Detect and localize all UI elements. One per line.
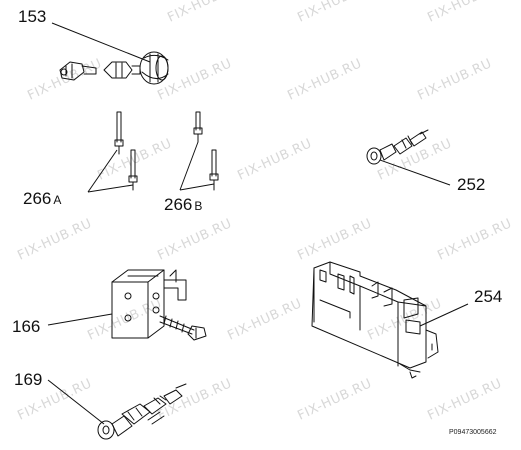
watermark-text: FIX-HUB.RU (155, 216, 234, 263)
watermark-text: FIX-HUB.RU (285, 56, 364, 103)
leader-166 (47, 313, 113, 326)
part-266a-drawing (114, 111, 138, 191)
drawing-code: P09473005662 (449, 429, 497, 436)
part-153-drawing (59, 51, 169, 85)
leader-266b-2 (179, 183, 215, 191)
leader-252 (379, 159, 451, 186)
watermark-text: FIX-HUB.RU (295, 376, 374, 423)
leader-254 (419, 303, 469, 327)
watermark-text: FIX-HUB.RU (295, 216, 374, 263)
watermark-text: FIX-HUB.RU (375, 136, 454, 183)
part-166-drawing (111, 269, 207, 341)
leader-lines (47, 22, 469, 425)
leader-153 (51, 22, 151, 63)
label-254: 254 (474, 287, 502, 306)
label-266b-suffix: B (194, 199, 202, 213)
watermark-text: FIX-HUB.RU (295, 0, 374, 26)
leader-169 (47, 379, 105, 425)
watermark-text: FIX-HUB.RU (425, 0, 504, 26)
label-252: 252 (457, 175, 485, 194)
watermark-text: FIX-HUB.RU (85, 296, 164, 343)
label-169: 169 (14, 370, 42, 389)
watermark-text: FIX-HUB.RU (25, 56, 104, 103)
leader-266a-2 (87, 184, 134, 193)
label-266a-number: 266 (23, 189, 51, 208)
part-254-drawing (311, 261, 439, 379)
watermark-text: FIX-HUB.RU (435, 216, 514, 263)
watermark-text: FIX-HUB.RU (15, 216, 94, 263)
label-266a-suffix: A (53, 193, 61, 207)
leader-266b-1 (179, 141, 199, 191)
watermark-text: FIX-HUB.RU (415, 56, 494, 103)
watermark-text: FIX-HUB.RU (225, 296, 304, 343)
watermark-text: FIX-HUB.RU (235, 136, 314, 183)
label-153: 153 (18, 7, 46, 26)
label-166: 166 (12, 317, 40, 336)
watermark-text: FIX-HUB.RU (165, 0, 244, 26)
part-252-drawing (366, 129, 429, 165)
label-266b-number: 266 (164, 195, 192, 214)
watermark-text: FIX-HUB.RU (425, 376, 504, 423)
leader-266a-1 (87, 149, 118, 193)
part-266b-drawing (193, 111, 219, 191)
part-169-drawing (97, 383, 187, 440)
